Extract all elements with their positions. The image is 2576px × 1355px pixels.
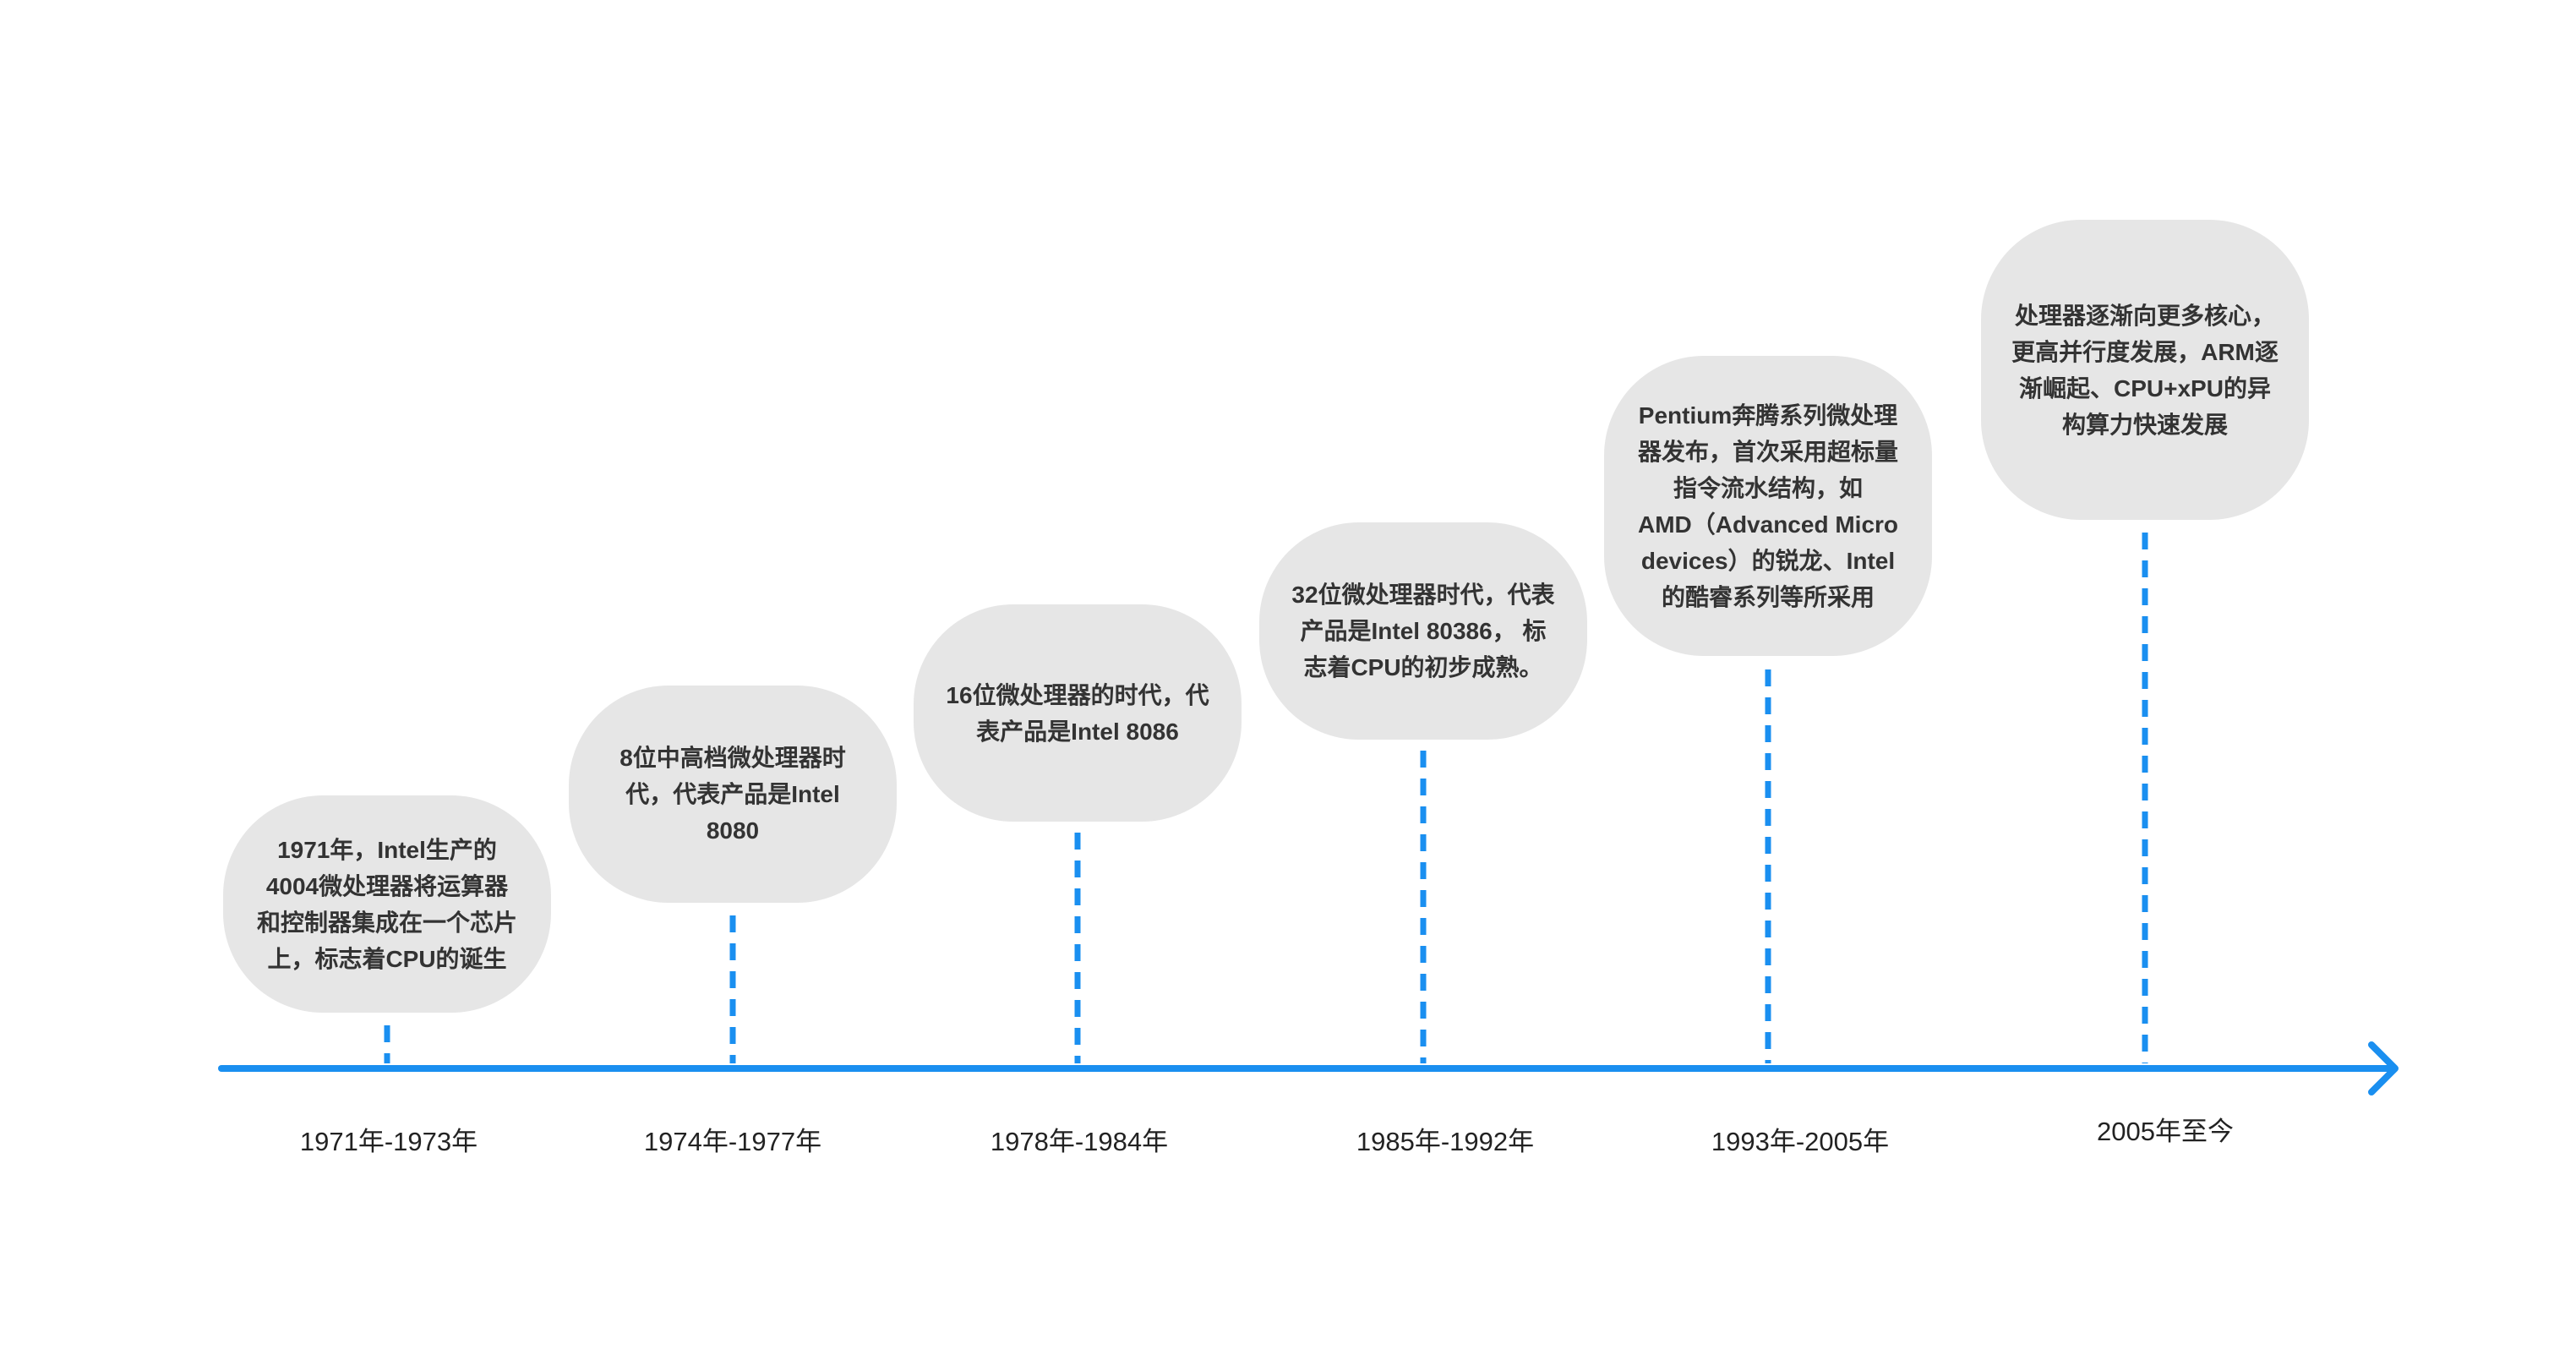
period-label-1993: 1993年-2005年: [1711, 1127, 1890, 1156]
event-text-line: 代，代表产品是Intel: [625, 781, 840, 807]
event-text-line: devices）的锐龙、Intel: [1640, 547, 1896, 574]
event-bubble-1971: 1971年，Intel生产的 4004微处理器将运算器 和控制器集成在一个芯片 …: [223, 795, 551, 1013]
event-bubble-2005: 处理器逐渐向更多核心， 更高并行度发展，ARM逐 渐崛起、CPU+xPU的异 构…: [1981, 220, 2309, 520]
event-text-line: 志着CPU的初步成熟。: [1303, 654, 1543, 680]
event-bubble-1974: 8位中高档微处理器时 代，代表产品是Intel 8080: [569, 686, 897, 903]
event-text-line: 更高并行度发展，ARM逐: [2011, 338, 2279, 365]
event-text-line: AMD（Advanced Micro: [1637, 511, 1899, 538]
event-text-line: 处理器逐渐向更多核心，: [2014, 302, 2275, 329]
period-label-2005: 2005年至今: [2097, 1117, 2234, 1146]
event-text-line: 16位微处理器的时代，代: [946, 681, 1209, 708]
event-bubble-1978: 16位微处理器的时代，代 表产品是Intel 8086: [914, 604, 1242, 822]
timeline-arrowhead-icon: [2368, 1041, 2399, 1095]
event-text-line: 构算力快速发展: [2061, 411, 2228, 438]
event-bubble-1985: 32位微处理器时代，代表 产品是Intel 80386， 标 志着CPU的初步成…: [1259, 522, 1587, 740]
period-label-1974: 1974年-1977年: [643, 1127, 822, 1156]
event-text-line: 32位微处理器时代，代表: [1291, 582, 1555, 608]
event-text-line: 渐崛起、CPU+xPU的异: [2019, 374, 2271, 402]
event-text-line: 8位中高档微处理器时: [619, 745, 846, 771]
event-text-line: 8080: [706, 817, 760, 844]
event-text-line: 表产品是Intel 8086: [976, 718, 1179, 745]
event-text-line: 产品是Intel 80386， 标: [1300, 618, 1547, 644]
period-label-1971: 1971年-1973年: [299, 1127, 478, 1156]
event-text-line: 器发布，首次采用超标量: [1637, 438, 1898, 465]
event-text-line: Pentium奔腾系列微处理: [1638, 402, 1898, 429]
event-text-line: 1971年，Intel生产的: [277, 836, 497, 863]
period-label-1978: 1978年-1984年: [990, 1127, 1169, 1156]
event-bubble-1993: Pentium奔腾系列微处理 器发布，首次采用超标量 指令流水结构，如 AMD（…: [1604, 356, 1932, 656]
event-text-line: 上，标志着CPU的诞生: [267, 945, 507, 972]
period-label-1985: 1985年-1992年: [1356, 1127, 1535, 1156]
event-text-line: 的酷睿系列等所采用: [1661, 583, 1875, 610]
event-text-line: 指令流水结构，如: [1673, 474, 1863, 501]
event-text-line: 和控制器集成在一个芯片: [256, 909, 517, 936]
event-text-line: 4004微处理器将运算器: [265, 872, 509, 899]
